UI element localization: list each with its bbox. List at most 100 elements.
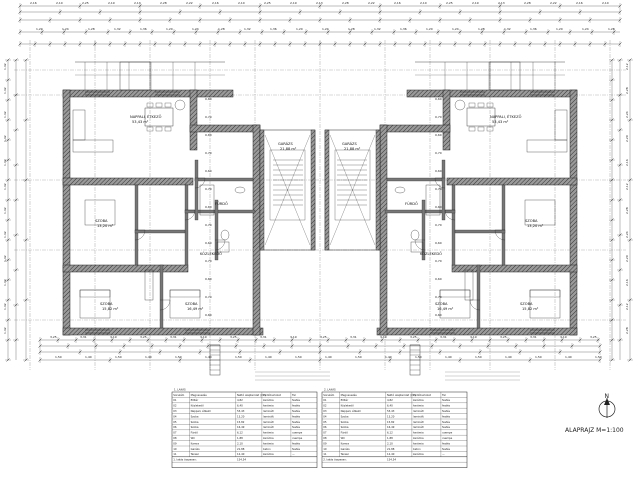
dimension-text: 1,28 [88, 27, 95, 31]
garage-wall [259, 129, 265, 251]
table-cell: csempe [292, 432, 303, 435]
interior-wall [451, 184, 456, 266]
table-cell: 2,10 [237, 441, 243, 445]
dining-table [144, 107, 174, 127]
washbasin [234, 186, 246, 194]
dimension-text: 3,19 [290, 335, 297, 339]
dimension-text: 1,40 [205, 355, 212, 359]
dimension-text: 1,32 [504, 27, 511, 31]
table-cell: Szoba [191, 420, 199, 424]
dimension-text: 0,60 [435, 277, 442, 281]
door-swing [469, 299, 481, 311]
bed [524, 199, 556, 226]
car-outline [334, 149, 371, 221]
room-area: 16,49 m² [187, 307, 204, 311]
exterior-wall [62, 177, 194, 186]
table-cell: csempe [442, 437, 453, 440]
table-header: 2. LAKÁS [324, 387, 336, 392]
dimension-text: 1,50 [115, 355, 122, 359]
table-cell: kerámia [413, 398, 424, 402]
table-cell: laminált [413, 425, 424, 429]
interior-wall [134, 184, 139, 266]
table-cell: kerámia [263, 398, 274, 402]
walls [62, 61, 578, 336]
chimney-block [489, 61, 521, 91]
room-name: SZOBA [520, 302, 533, 306]
table-column-header: Megnevezés [341, 393, 358, 397]
table-cell: 05 [323, 420, 327, 424]
dimension-text: 1,40 [325, 355, 332, 359]
table-cell: laminált [413, 409, 424, 413]
exterior-wall [406, 89, 578, 98]
table-sum-label: 1. lakás összesen: [173, 458, 197, 462]
bathtub [199, 184, 215, 216]
exterior-wall [189, 124, 261, 133]
dimension-text: 1,40 [445, 355, 452, 359]
table-cell: beton [413, 447, 421, 451]
dimension-text: 3,19 [200, 335, 207, 339]
bathtub [425, 184, 441, 216]
dimension-text: 0,60 [435, 169, 442, 173]
dimension-text: 3,31 [530, 335, 537, 339]
garage-wall [324, 129, 330, 251]
table-cell: Fürdő [341, 431, 349, 435]
table-cell: festés [292, 409, 300, 413]
interior-wall [194, 159, 199, 221]
table-cell: kerámia [413, 441, 424, 445]
table-sum-label: 2. lakás összesen: [323, 458, 347, 462]
dimension-text: 1,24 [452, 27, 459, 31]
exterior-wall [569, 89, 578, 336]
table-cell: 01 [323, 398, 327, 402]
dimension-text: 1,42 [3, 207, 7, 214]
table-cell: Kamra [341, 441, 350, 445]
room-area: 53,43 m² [492, 120, 509, 124]
table-cell: 53,43 [237, 409, 245, 413]
dimension-text: 1,36 [270, 27, 277, 31]
table-cell: festés [292, 414, 300, 418]
dimension-text: 2,16 [576, 1, 583, 5]
dimension-text: 1,40 [265, 355, 272, 359]
dimension-text: 2,20 [625, 255, 629, 262]
wardrobe [144, 269, 154, 301]
dimension-text: 1,50 [235, 355, 242, 359]
table-cell: kerámia [263, 436, 274, 440]
dimension-text: 3,31 [440, 335, 447, 339]
dimension-text: 0,70 [205, 151, 212, 155]
dimension-text: 1,32 [244, 27, 251, 31]
dimension-text: 3,25 [590, 335, 597, 339]
room-area: 21,88 m² [344, 147, 361, 151]
table-cell: kerámia [413, 404, 424, 408]
table-cell: Közlekedő [191, 404, 204, 408]
table-cell: 53,43 [387, 409, 395, 413]
table-column-header: Padlóburkolat [413, 393, 431, 397]
table-cell: Előtér [341, 398, 350, 402]
table-cell: 09 [323, 441, 327, 445]
dimension-text: 2,12 [625, 63, 629, 70]
dimension-text: 2,25 [82, 1, 89, 5]
chair [486, 102, 494, 108]
table-cell: 15,82 [237, 420, 245, 424]
table-column-header: Megnevezés [191, 393, 208, 397]
dimension-text: 1,42 [3, 255, 7, 262]
table-cell: 04 [173, 414, 177, 418]
dimension-text: 0,70 [205, 187, 212, 191]
table-cell: kerámia [263, 404, 274, 408]
dimension-text: 2,22 [550, 1, 557, 5]
exterior-wall [451, 264, 578, 273]
dimension-text: 0,60 [205, 169, 212, 173]
dimension-text: 1,28 [348, 27, 355, 31]
dimension-text: 2,16 [625, 159, 629, 166]
dimension-text: 1,40 [85, 355, 92, 359]
door-swing [414, 239, 426, 251]
chimney-block [119, 61, 151, 91]
chair [155, 126, 163, 132]
dimension-text: 2,16 [212, 1, 219, 5]
dimension-text: 2,10 [602, 1, 609, 5]
garage-wall [310, 129, 316, 251]
interior-wall [134, 229, 186, 234]
chair [477, 102, 485, 108]
dimension-text: 1,50 [535, 355, 542, 359]
unit-right [324, 61, 578, 336]
exterior-wall [379, 124, 451, 133]
